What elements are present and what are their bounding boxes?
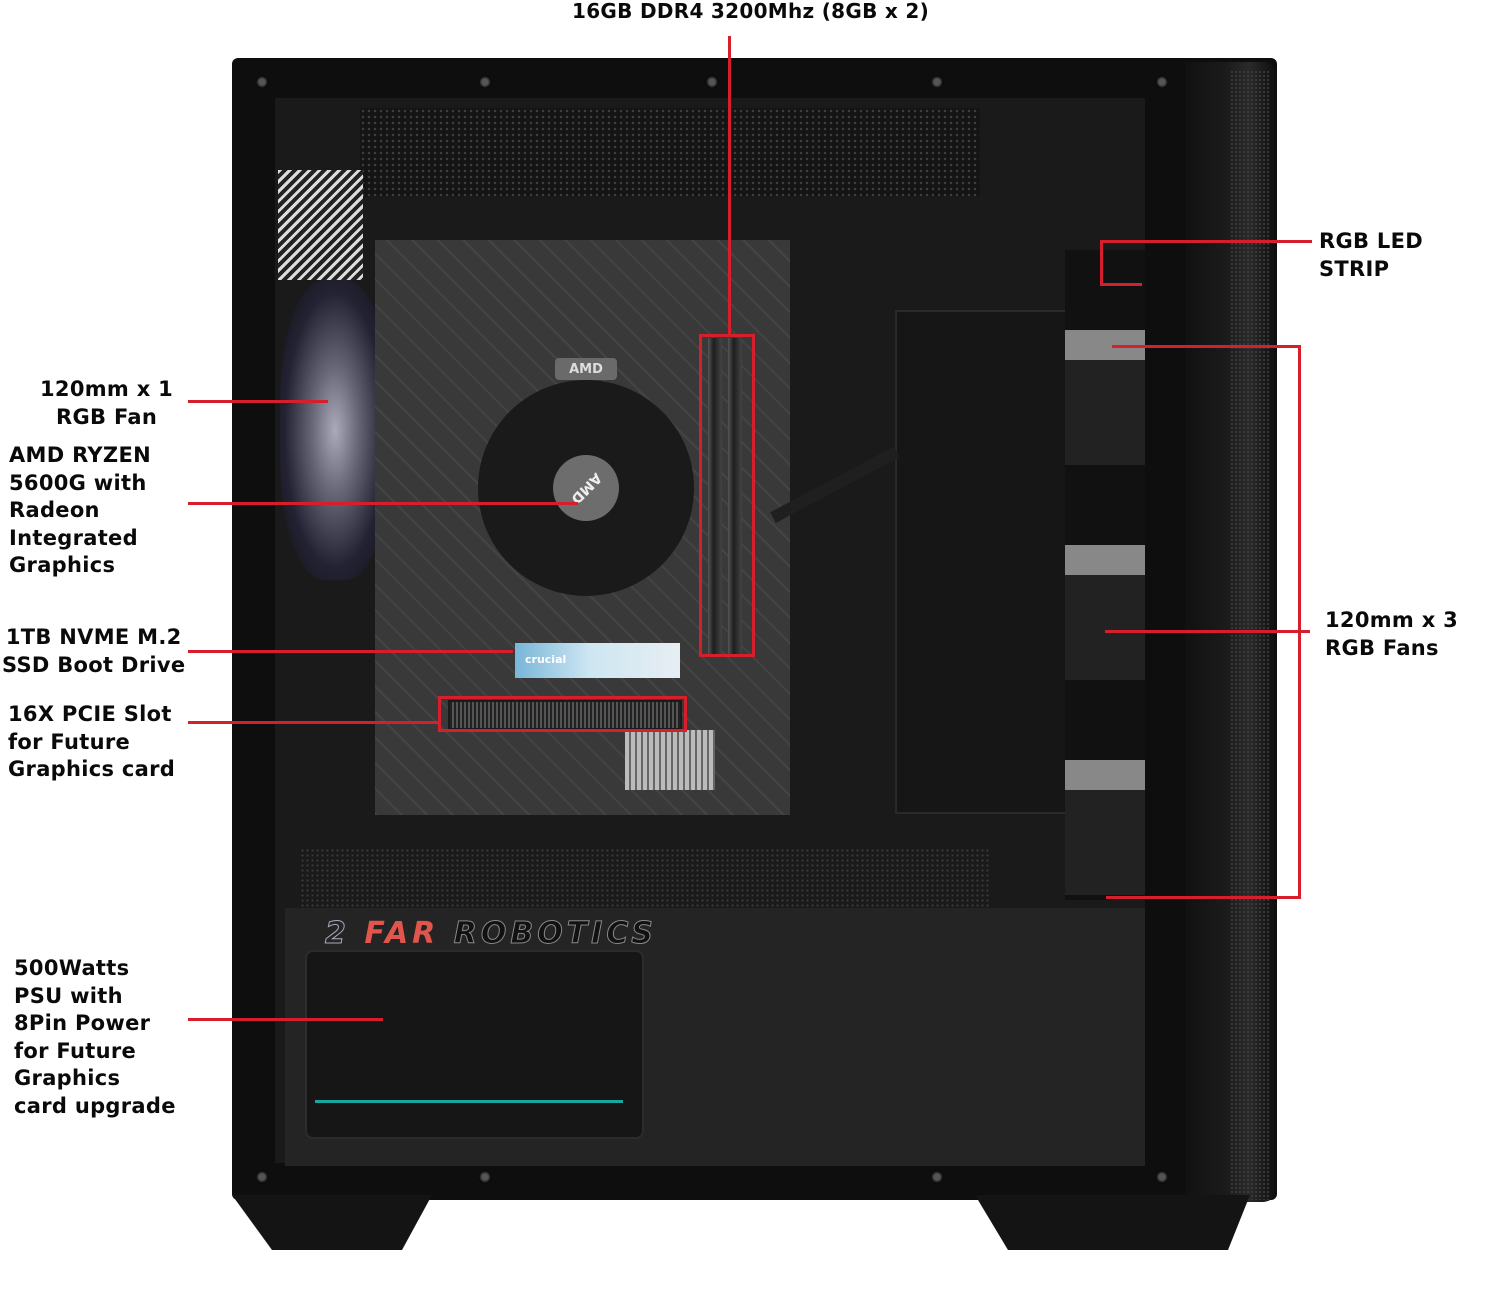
brand-logo: 2 FAR ROBOTICS [325, 916, 657, 952]
callout-line-rear-fan [188, 400, 328, 403]
label-pcie: 16X PCIE Slot for Future Graphics card [8, 702, 176, 781]
psu-shroud-vent [300, 848, 990, 908]
drive-cage [895, 310, 1069, 814]
label-ssd: 1TB NVME M.2 SSD Boot Drive [2, 625, 186, 677]
rear-io-vent [278, 170, 363, 280]
power-supply [305, 950, 644, 1139]
pcie-x16-slot [448, 700, 682, 730]
callout-line-cpu [188, 502, 578, 505]
callout-box-ram-top [699, 334, 754, 337]
callout-line-ram [728, 36, 731, 336]
callout-box-pcie-left [438, 696, 441, 731]
callout-box-pcie-top [438, 696, 686, 699]
screw [1155, 75, 1169, 89]
label-front-fans: 120mm x 3 RGB Fans [1325, 608, 1459, 660]
case-foot-left [232, 1195, 432, 1250]
screw [478, 75, 492, 89]
ram-stick-1 [708, 338, 722, 656]
chipset-heatsink [625, 730, 715, 790]
label-psu: 500Watts PSU with 8Pin Power for Future … [14, 956, 176, 1118]
screw [478, 1170, 492, 1184]
callout-box-led-left [1100, 240, 1103, 285]
callout-line-led-strip [1100, 240, 1312, 243]
screw [930, 1170, 944, 1184]
screw [255, 75, 269, 89]
callout-line-psu [188, 1018, 383, 1021]
rear-rgb-fan [280, 280, 390, 580]
amd-cooler-plate: AMD [555, 358, 617, 380]
callout-bracket-fans-top [1112, 345, 1300, 348]
label-cpu: AMD RYZEN 5600G with Radeon Integrated G… [9, 443, 151, 577]
callout-bracket-fans-bottom [1106, 896, 1301, 899]
callout-line-ssd [188, 650, 513, 653]
callout-box-led-bottom [1100, 283, 1142, 286]
case-foot-right [975, 1195, 1250, 1250]
label-rear-fan: 120mm x 1 RGB Fan [40, 377, 174, 429]
screw [255, 1170, 269, 1184]
ram-stick-2 [728, 338, 742, 656]
callout-box-pcie-right [684, 696, 687, 731]
top-mesh-vent [360, 108, 980, 196]
nvme-ssd: crucial [515, 643, 680, 678]
label-ram: 16GB DDR4 3200Mhz (8GB x 2) [572, 0, 930, 23]
front-rgb-fans [1065, 250, 1145, 900]
callout-box-pcie-bottom [438, 729, 687, 732]
callout-bracket-fans-middle [1105, 630, 1310, 633]
callout-line-pcie [188, 721, 440, 724]
ssd-brand-label: crucial [525, 653, 567, 666]
psu-accent-stripe [315, 1100, 623, 1103]
callout-box-ram-bottom [699, 654, 755, 657]
screw [930, 75, 944, 89]
screw [1155, 1170, 1169, 1184]
callout-box-ram-left [699, 334, 702, 656]
front-mesh-strip [1230, 70, 1270, 1200]
label-led-strip: RGB LED STRIP [1319, 229, 1423, 281]
callout-box-ram-right [752, 334, 755, 656]
callout-bracket-fans-vertical [1298, 345, 1301, 898]
screw [705, 75, 719, 89]
